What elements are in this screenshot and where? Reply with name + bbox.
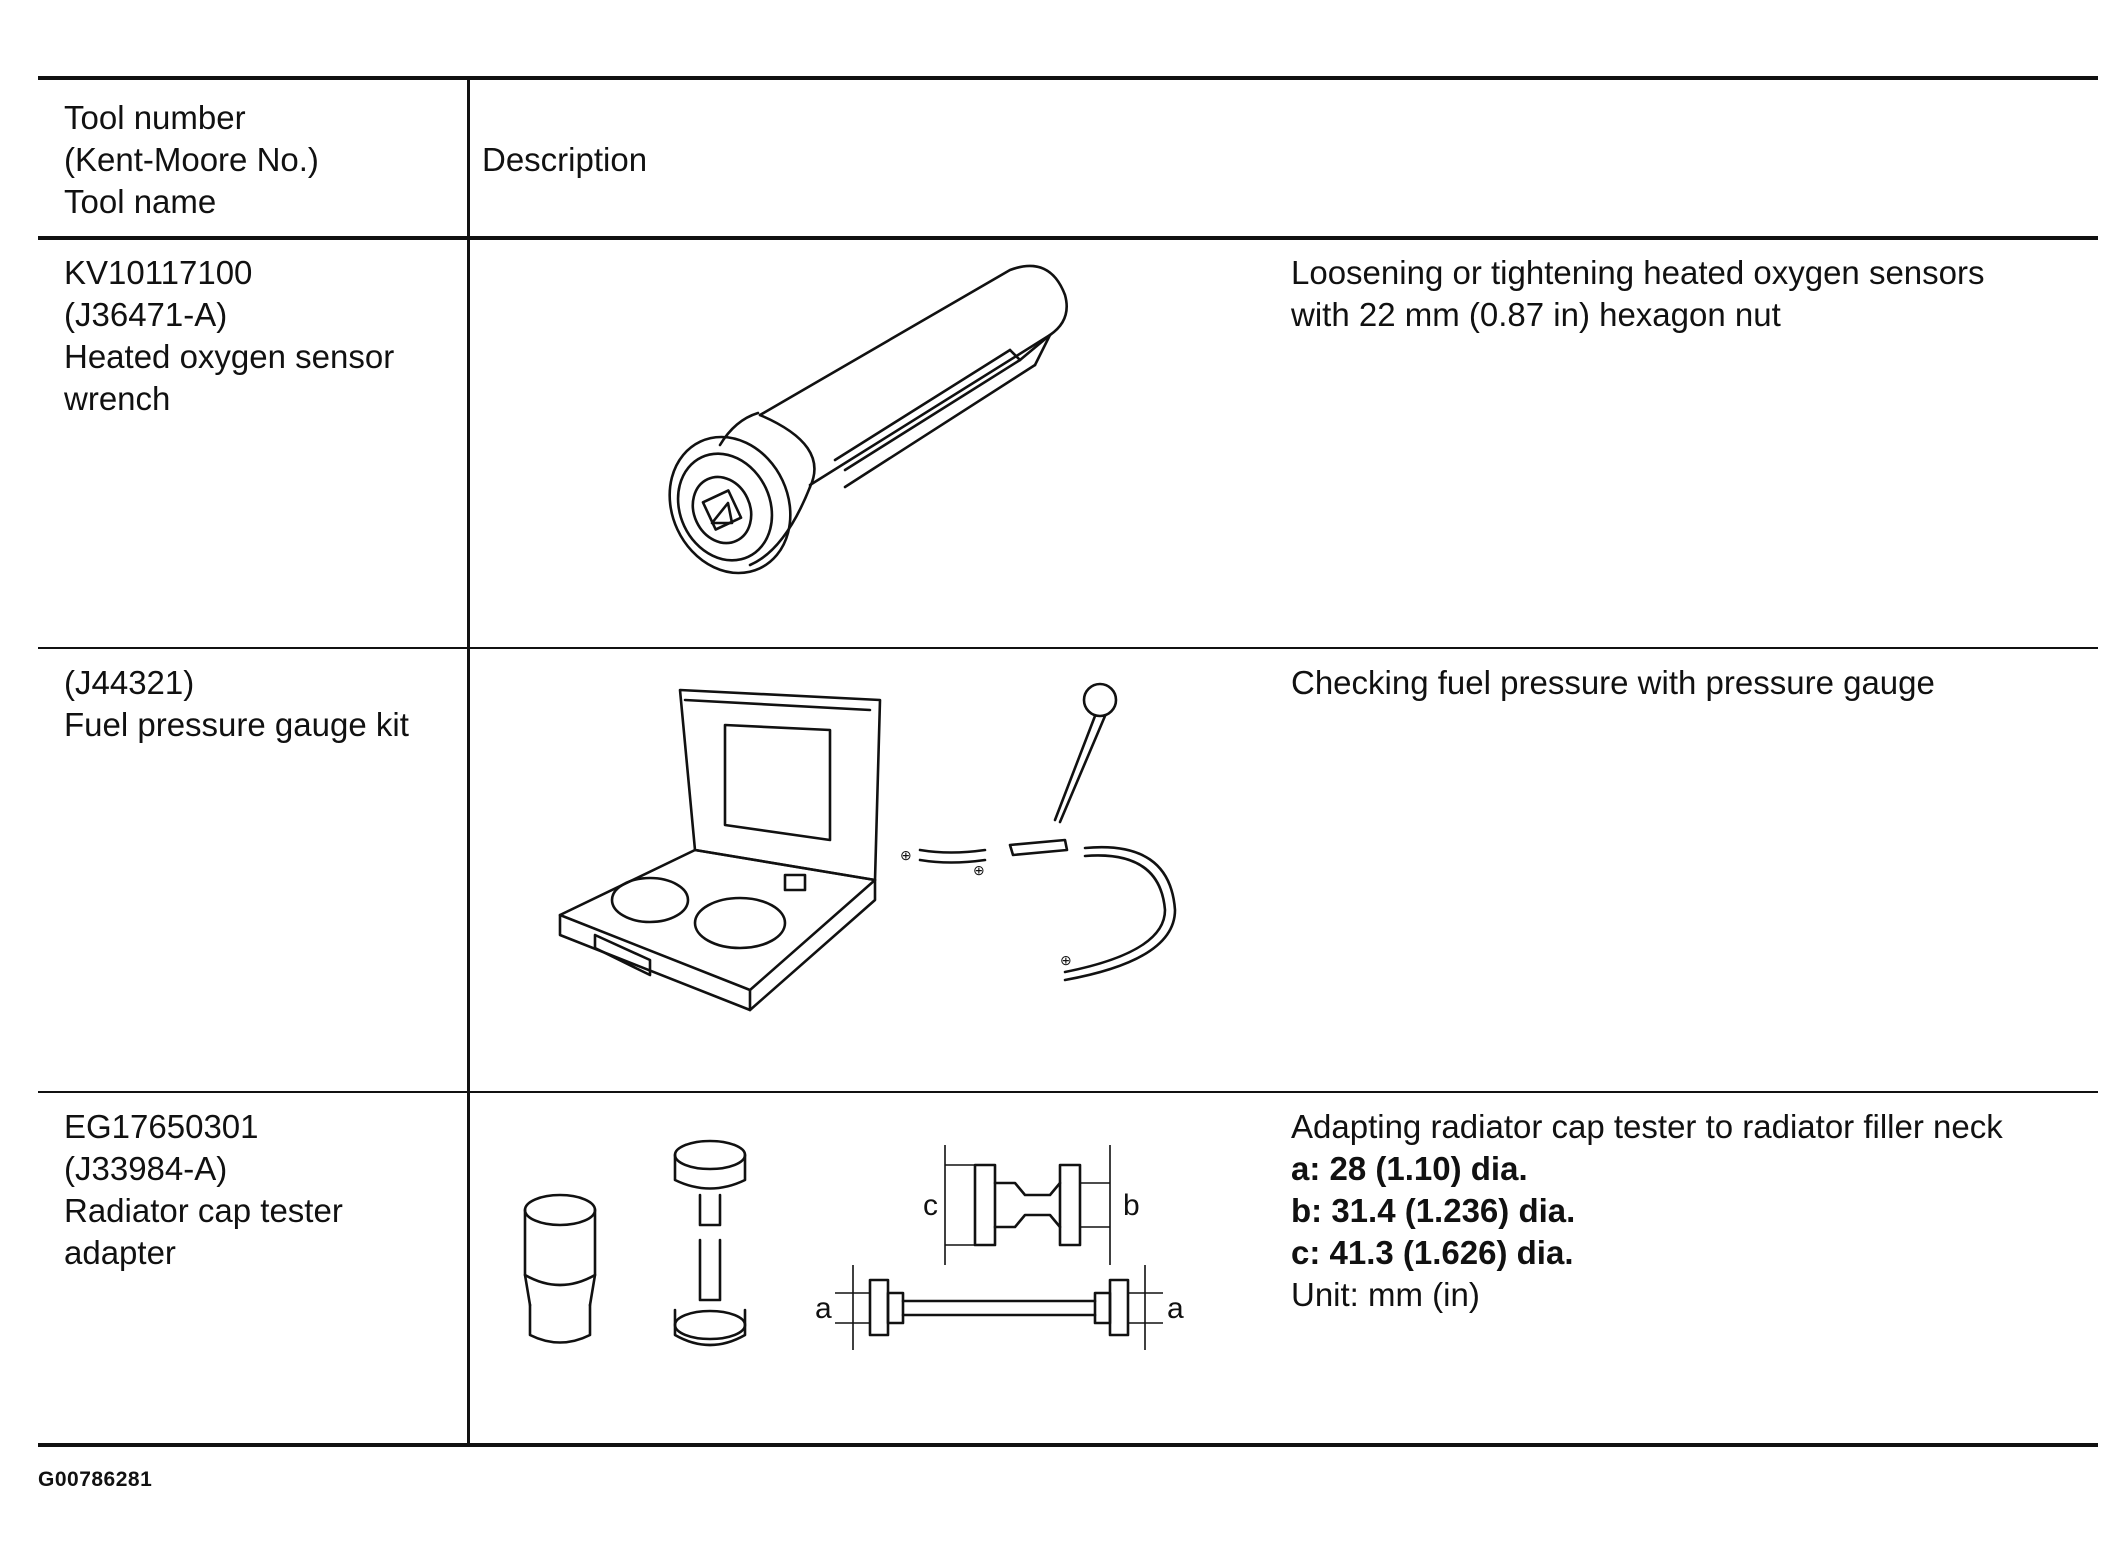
description-line: Loosening or tightening heated oxygen se… [1291, 254, 1985, 291]
heated-oxygen-sensor-wrench-illustration [668, 264, 1068, 575]
dimension-label-a-left: a [815, 1292, 832, 1325]
row3-tool-info: EG17650301 (J33984-A) Radiator cap teste… [64, 1106, 343, 1274]
tool-name: Fuel pressure gauge kit [64, 706, 409, 743]
description-line: Checking fuel pressure with pressure gau… [1291, 664, 1935, 701]
column-divider [467, 80, 470, 1445]
fuel-pressure-gauge-kit-illustration: ⊕ ⊕ ⊕ [558, 682, 1177, 1012]
table-bottom-rule [38, 1443, 2098, 1447]
tool-name: Heated oxygen sensor [64, 338, 395, 375]
dimension-label-c: c [923, 1189, 938, 1222]
svg-text:⊕: ⊕ [900, 847, 912, 863]
tool-number: EG17650301 [64, 1108, 259, 1145]
row2-bottom-rule [38, 1091, 2098, 1093]
header-bottom-rule [38, 236, 2098, 240]
table-top-rule [38, 76, 2098, 80]
dimension-a: a: 28 (1.10) dia. [1291, 1150, 1528, 1187]
header-tool-line: (Kent-Moore No.) [64, 141, 319, 178]
header-description-label: Description [482, 141, 648, 178]
row1-description: Loosening or tightening heated oxygen se… [1291, 252, 1985, 336]
svg-text:⊕: ⊕ [1060, 952, 1072, 968]
header-tool-line: Tool name [64, 183, 217, 220]
dimension-label-a-right: a [1167, 1292, 1184, 1325]
description-line: Adapting radiator cap tester to radiator… [1291, 1108, 2003, 1145]
kent-moore-number: (J36471-A) [64, 296, 228, 333]
tool-name: adapter [64, 1234, 176, 1271]
header-tool-column: Tool number (Kent-Moore No.) Tool name [64, 97, 319, 223]
description-line: with 22 mm (0.87 in) hexagon nut [1291, 296, 1781, 333]
row2-tool-info: (J44321) Fuel pressure gauge kit [64, 662, 409, 746]
dimension-label-b: b [1123, 1189, 1140, 1222]
tool-number: KV10117100 [64, 254, 253, 291]
header-description-column: Description [482, 139, 647, 181]
tool-name: Radiator cap tester [64, 1192, 343, 1229]
dimension-b: b: 31.4 (1.236) dia. [1291, 1192, 1576, 1229]
row2-description: Checking fuel pressure with pressure gau… [1291, 662, 1935, 704]
kent-moore-number: (J44321) [64, 664, 195, 701]
svg-text:⊕: ⊕ [973, 862, 985, 878]
row3-description: Adapting radiator cap tester to radiator… [1291, 1106, 2003, 1316]
header-tool-line: Tool number [64, 99, 246, 136]
figure-code: G00786281 [38, 1468, 153, 1491]
kent-moore-number: (J33984-A) [64, 1150, 228, 1187]
row1-bottom-rule [38, 647, 2098, 649]
tool-name: wrench [64, 380, 171, 417]
unit-note: Unit: mm (in) [1291, 1276, 1480, 1313]
dimension-c: c: 41.3 (1.626) dia. [1291, 1234, 1574, 1271]
radiator-cap-tester-adapter-illustration: c b a a [523, 1139, 1184, 1350]
row1-tool-info: KV10117100 (J36471-A) Heated oxygen sens… [64, 252, 394, 420]
